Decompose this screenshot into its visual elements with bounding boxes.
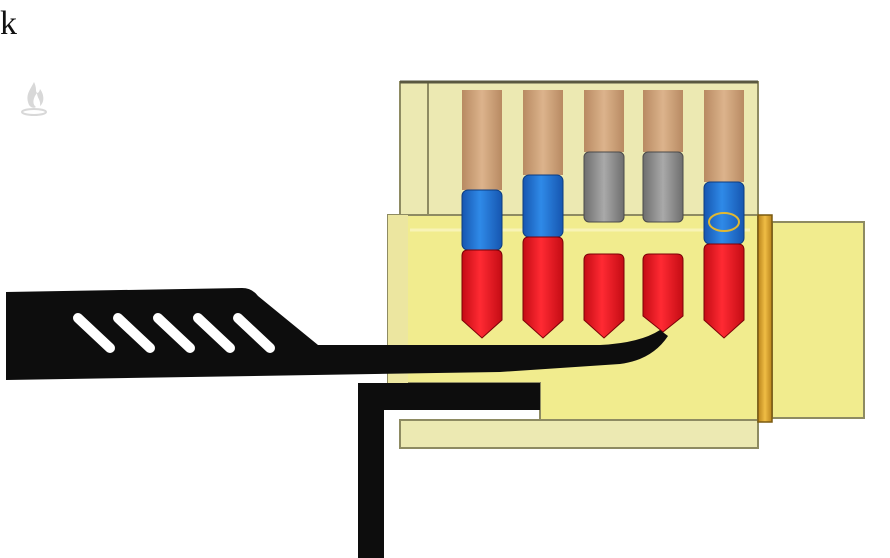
pin-stack-1: [461, 90, 503, 339]
flame-icon: [21, 82, 47, 116]
corner-letter: k: [0, 5, 17, 42]
spring-4: [643, 90, 683, 152]
key-pin-2: [522, 236, 564, 339]
key-pin-3: [583, 253, 625, 339]
cam-ring: [757, 214, 773, 423]
spring-2: [523, 90, 563, 175]
lock-housing-bottom: [399, 419, 759, 449]
spring-5: [704, 90, 744, 182]
key-pin-5: [703, 243, 745, 339]
pick-tool: [6, 288, 668, 380]
pin-marking-icon: [708, 212, 740, 232]
pin-stack-3: [583, 90, 625, 339]
cam-tail: [771, 221, 865, 419]
pin-stack-2: [522, 90, 564, 339]
driver-pin-2: [522, 174, 564, 238]
tension-wrench: [358, 383, 540, 558]
driver-pin-1: [461, 189, 503, 251]
key-pin-1: [461, 249, 503, 339]
spring-1: [462, 90, 502, 190]
pin-stacks: [461, 90, 745, 339]
driver-pin-3: [583, 151, 625, 223]
spring-3: [584, 90, 624, 152]
driver-pin-4: [642, 151, 684, 223]
pin-stack-5: [703, 90, 745, 339]
key-pin-4: [642, 253, 684, 333]
pin-stack-4: [642, 90, 684, 333]
pick-grip-stripes: [73, 313, 275, 353]
